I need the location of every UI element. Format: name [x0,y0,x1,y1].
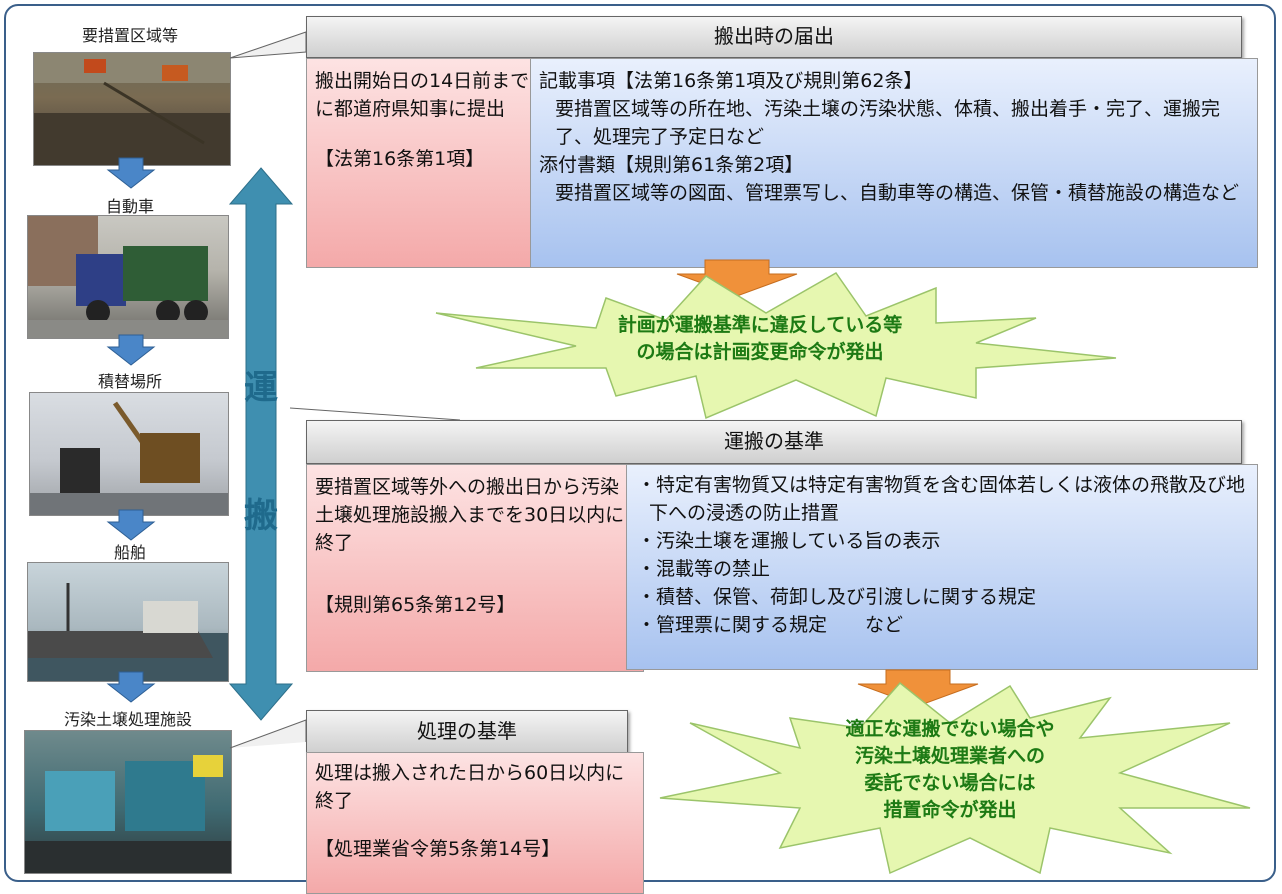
photo-excavation-site [33,52,231,166]
crane-illustration [30,401,228,515]
down-arrow-icon [106,509,156,541]
down-arrow-icon [106,157,156,189]
section2-bullet-3: ・混載等の禁止 [637,558,771,580]
burst1-line-1: 計画が運搬基準に違反している等 [617,314,903,336]
transport-char-2: 搬 [244,496,278,536]
section3-header: 処理の基準 [306,710,628,754]
section3-ref: 【処理業省令第5条第14号】 [315,838,561,860]
section1-right-box: 記載事項【法第16条第1項及び規則第62条】 要措置区域等の所在地、汚染土壌の汚… [530,58,1258,268]
section1-line-3: 添付書類【規則第61条第2項】 [539,154,804,176]
burst-shape-2 [659,681,1251,875]
photo-ship [27,562,229,682]
section2-bullet-4: ・積替、保管、荷卸し及び引渡しに関する規定 [637,586,1037,608]
burst2-line-2: 汚染土壌処理業者への [854,745,1045,767]
burst1-text: 計画が運搬基準に違反している等 の場合は計画変更命令が発出 [530,312,990,366]
label-truck: 自動車 [105,197,154,216]
photo-dump-truck [27,215,229,339]
burst2-text: 適正な運搬でない場合や 汚染土壌処理業者への 委託でない場合には 措置命令が発出 [780,716,1120,824]
section2-bullet-2: ・汚染土壌を運搬している旨の表示 [637,530,941,552]
burst1-line-2: の場合は計画変更命令が発出 [636,341,884,363]
label-ship: 船舶 [113,543,146,562]
transport-char-1: 運 [244,368,278,408]
orange-down-arrow-icon [676,259,798,297]
section1-left-main: 搬出開始日の14日前までに都道府県知事に提出 [315,70,530,120]
section1-left-box: 搬出開始日の14日前までに都道府県知事に提出 【法第16条第1項】 [306,58,548,268]
section2-left-box: 要措置区域等外への搬出日から汚染土壌処理施設搬入までを30日以内に終了 【規則第… [306,464,644,672]
section2-bullet-5: ・管理票に関する規定 など [637,614,904,636]
photo-treatment-facility [24,730,232,874]
section3-main: 処理は搬入された日から60日以内に終了 [315,762,625,812]
ship-illustration [28,583,228,681]
section1-header: 搬出時の届出 [306,16,1242,58]
section1-line-2: 要措置区域等の所在地、汚染土壌の汚染状態、体積、搬出着手・完了、運搬完了、処理完… [555,98,1221,148]
facility-illustration [25,755,231,873]
burst-shape-1 [435,272,1117,420]
label-site: 要措置区域等 [81,26,178,45]
section1-line-4: 要措置区域等の図面、管理票写し、自動車等の構造、保管・積替施設の構造など [555,182,1240,204]
orange-down-arrow-icon [857,669,979,707]
label-transfer-site: 積替場所 [97,372,162,391]
down-arrow-icon [106,671,156,703]
photo-crane [29,392,229,516]
section1-left-ref: 【法第16条第1項】 [315,148,485,170]
section1-line-1: 記載事項【法第16条第1項及び規則第62条】 [539,70,923,92]
section2-right-box: ・特定有害物質又は特定有害物質を含む固体若しくは液体の飛散及び地下への浸透の防止… [626,464,1258,670]
label-treatment-facility: 汚染土壌処理施設 [63,710,192,729]
section2-left-ref: 【規則第65条第12号】 [315,594,516,616]
burst2-line-3: 委託でない場合には [864,772,1036,794]
burst2-line-1: 適正な運搬でない場合や [845,718,1055,740]
burst2-line-4: 措置命令が発出 [883,799,1017,821]
section2-bullet-1: ・特定有害物質又は特定有害物質を含む固体若しくは液体の飛散及び地下への浸透の防止… [637,474,1246,524]
transport-double-arrow [228,167,294,721]
section2-left-main: 要措置区域等外への搬出日から汚染土壌処理施設搬入までを30日以内に終了 [315,476,625,554]
truck-illustration [28,216,228,338]
excavator-illustration [34,53,230,165]
section2-header: 運搬の基準 [306,420,1242,464]
section3-box: 処理は搬入された日から60日以内に終了 【処理業省令第5条第14号】 [306,752,644,894]
down-arrow-icon [106,334,156,366]
